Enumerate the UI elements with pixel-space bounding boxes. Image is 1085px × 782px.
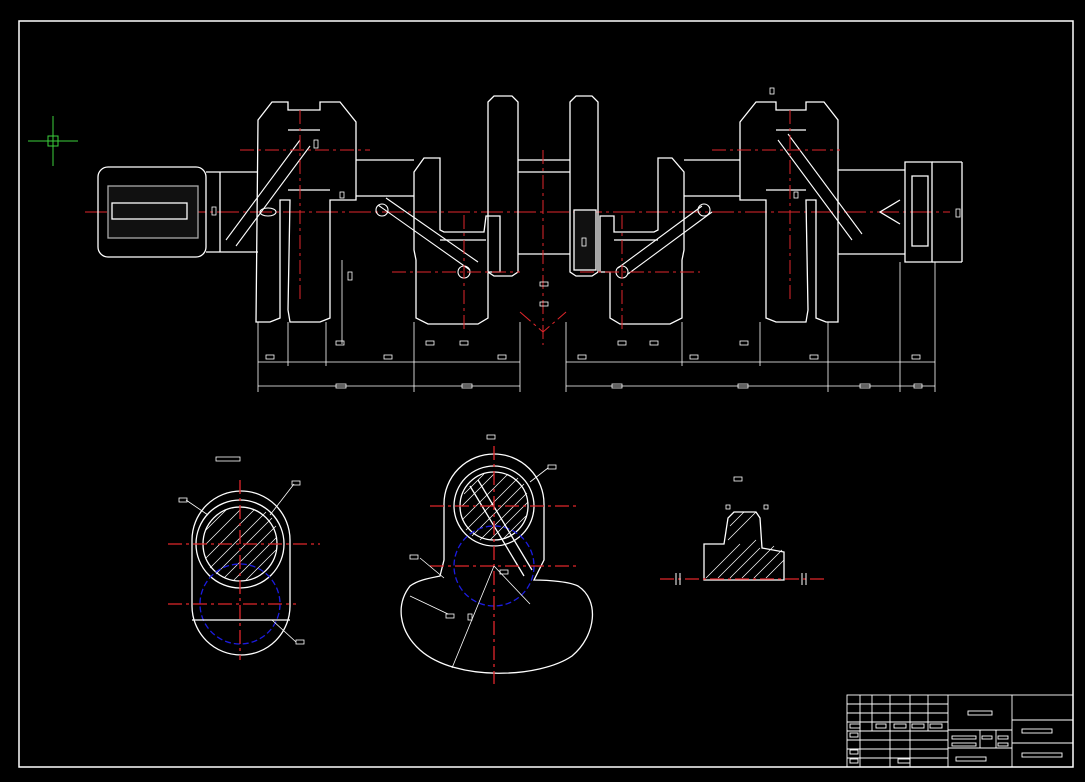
crank-web-4 — [739, 101, 839, 323]
oil-passages — [225, 133, 863, 279]
crank-web-3 — [599, 157, 685, 325]
left-hub — [97, 166, 207, 258]
drawing-border — [18, 20, 1074, 768]
crank-web-1 — [255, 101, 357, 323]
dimension-text-boxes — [211, 87, 961, 389]
title-block — [846, 694, 1074, 768]
throw-centerlines — [240, 110, 840, 345]
fillet-detail — [660, 476, 824, 585]
journal-cross-section — [168, 456, 320, 660]
crank-web-section — [400, 434, 593, 684]
crosshair-cursor-icon — [28, 116, 78, 166]
dimension-lines — [257, 162, 963, 392]
crankshaft-front-view — [85, 95, 963, 325]
